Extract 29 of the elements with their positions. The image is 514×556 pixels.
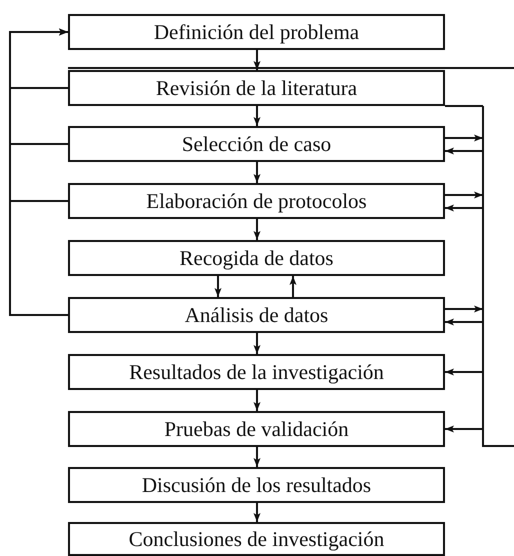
process-box: Pruebas de validación <box>68 411 445 447</box>
arrow <box>445 426 483 432</box>
arrow <box>445 318 483 326</box>
arrow <box>445 204 483 212</box>
arrow <box>445 368 483 376</box>
arrow <box>254 503 260 522</box>
arrow <box>445 192 483 198</box>
arrow <box>445 134 483 142</box>
arrow <box>254 390 260 411</box>
arrow <box>9 28 68 316</box>
arrow <box>254 162 260 183</box>
arrow <box>290 276 296 297</box>
process-box: Discusión de los resultados <box>68 467 445 503</box>
arrow <box>445 306 483 312</box>
arrow <box>254 50 260 70</box>
arrow <box>214 276 222 297</box>
process-box: Análisis de datos <box>68 297 445 333</box>
process-box: Selección de caso <box>68 126 445 162</box>
process-box: Definición del problema <box>68 14 445 50</box>
arrow <box>254 333 260 354</box>
process-box: Elaboración de protocolos <box>68 183 445 219</box>
process-box: Revisión de la literatura <box>68 70 445 106</box>
arrow <box>445 148 483 154</box>
process-box: Recogida de datos <box>68 240 445 276</box>
process-box: Resultados de la investigación <box>68 354 445 390</box>
arrow <box>254 447 260 467</box>
arrow <box>254 219 260 240</box>
process-box: Conclusiones de investigación <box>68 522 445 556</box>
arrow <box>254 106 260 126</box>
